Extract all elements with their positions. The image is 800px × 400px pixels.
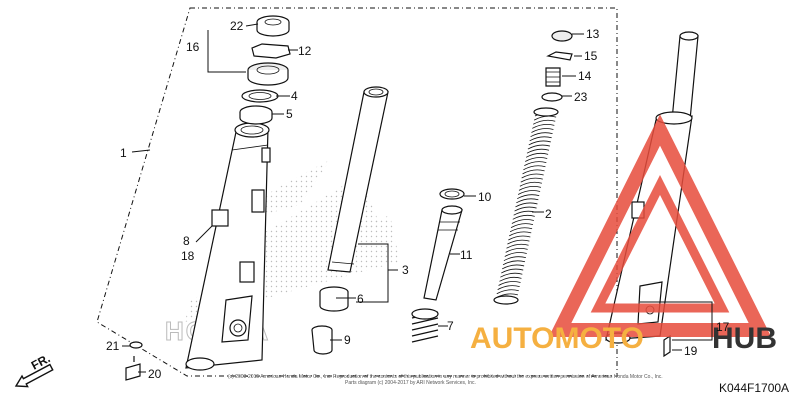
callout-12: 12 (298, 44, 312, 58)
fork-pipe (327, 86, 389, 273)
fork-piston (423, 205, 463, 301)
fork-slider (185, 122, 271, 371)
cap-bolt (551, 30, 573, 42)
front-arrow-icon (14, 363, 54, 388)
callout-22: 22 (230, 19, 244, 33)
callout-10: 10 (478, 190, 492, 204)
assembly-frame (96, 7, 618, 377)
callout-21: 21 (106, 339, 120, 353)
spring-collar (545, 67, 561, 87)
callout-8: 8 (183, 234, 190, 248)
drain-bolt-right (663, 334, 671, 358)
fork-assembly (605, 31, 699, 344)
back-up-ring (241, 89, 279, 103)
leader-lines (122, 23, 713, 373)
stop-ring-upper (546, 51, 573, 61)
guide-bushing (239, 105, 273, 125)
copyright-line-2: Parts diagram (c) 2004-2017 by ARI Netwo… (345, 380, 476, 386)
socket-bolt (125, 356, 141, 381)
watermark-prefix: AUTOMOTO (470, 322, 644, 355)
fork-spring (493, 107, 559, 305)
callout-9: 9 (344, 333, 351, 347)
copyright-line-1: (c) 2003-2015 American Honda Motor Co., … (228, 374, 663, 380)
piston-ring (439, 188, 465, 200)
stop-ring (251, 43, 291, 59)
callout-18: 18 (181, 249, 195, 263)
callout-15: 15 (584, 49, 598, 63)
oil-lock-piece (311, 325, 333, 355)
callout-13: 13 (586, 27, 600, 41)
diagram-code: K044F1700A (719, 381, 789, 395)
rebound-spring (411, 308, 439, 343)
slide-bushing (319, 286, 349, 312)
dust-seal (256, 15, 290, 37)
oil-seal (247, 62, 289, 86)
callout-1: 1 (120, 146, 127, 160)
callout-17: 17 (716, 320, 730, 334)
callouts: 1 2 3 4 5 6 7 8 9 10 11 12 13 14 15 16 1… (106, 19, 730, 381)
callout-23: 23 (574, 90, 588, 104)
callout-7: 7 (447, 319, 454, 333)
callout-16: 16 (186, 40, 200, 54)
callout-3: 3 (402, 263, 409, 277)
callout-4: 4 (291, 89, 298, 103)
callout-2: 2 (545, 207, 552, 221)
watermark-suffix: HUB (712, 322, 777, 355)
sealing-washer (129, 341, 143, 349)
callout-14: 14 (578, 69, 592, 83)
callout-11: 11 (460, 248, 473, 262)
automotohub-logo-icon (548, 114, 772, 337)
callout-5: 5 (286, 107, 293, 121)
callout-6: 6 (357, 292, 364, 306)
callout-19: 19 (684, 344, 698, 358)
callout-20: 20 (148, 367, 162, 381)
o-ring (541, 92, 563, 102)
